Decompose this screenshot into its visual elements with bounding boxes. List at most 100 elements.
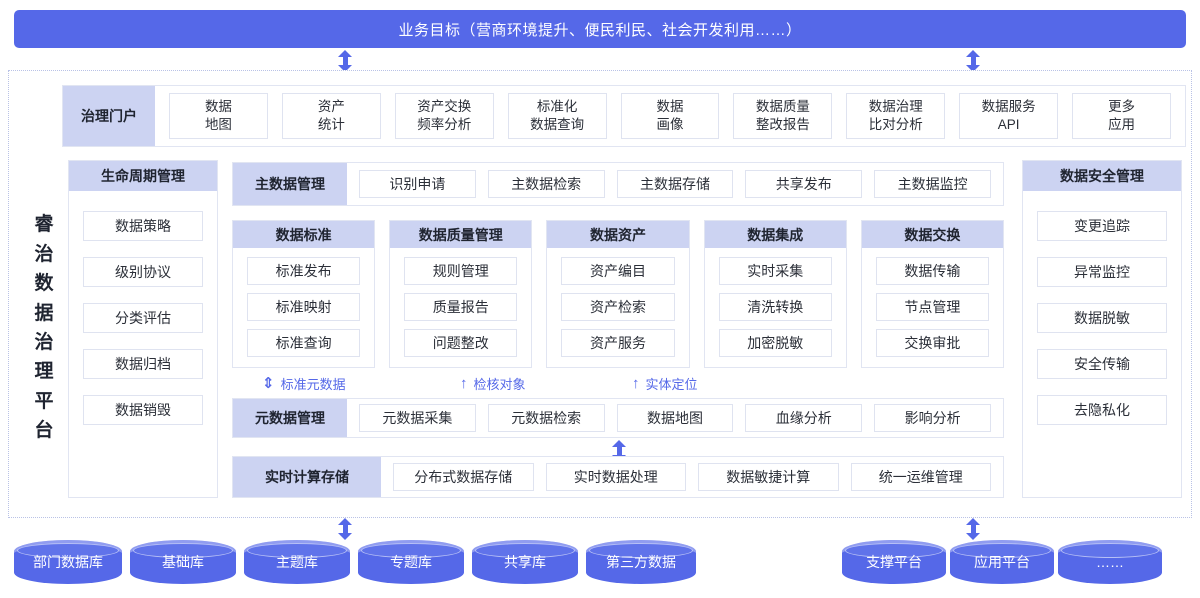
security-item-secure-transmission[interactable]: 安全传输 [1037,349,1167,379]
metadata-item-lineage-analysis[interactable]: 血缘分析 [745,404,863,432]
lifecycle-item-level-agreement[interactable]: 级别协议 [83,257,203,287]
platform-label: 支撑平台 [866,554,922,570]
arrow-label-text: 标准元数据 [280,377,346,392]
portal-item-line2: 数据查询 [530,117,585,132]
category-item-quality-report[interactable]: 质量报告 [404,293,518,321]
governance-portal-row: 治理门户 数据 地图 资产 统计 资产交换 频率分析 标准化 数据查询 数据 画… [62,85,1186,147]
arrow-shaft [970,57,976,65]
platform-cylinder-support[interactable]: 支撑平台 [842,540,946,584]
security-item-de-privatization[interactable]: 去隐私化 [1037,395,1167,425]
category-item-standard-query[interactable]: 标准查询 [247,329,361,357]
arrow-head-down [338,533,352,540]
portal-item-line2: 画像 [656,117,684,132]
lifecycle-item-data-destruction[interactable]: 数据销毁 [83,395,203,425]
metadata-item-collection[interactable]: 元数据采集 [359,404,476,432]
category-item-asset-catalog[interactable]: 资产编目 [561,257,675,285]
portal-item-data-map[interactable]: 数据 地图 [169,93,268,139]
metadata-item-data-map[interactable]: 数据地图 [616,404,734,432]
source-label: 第三方数据 [606,554,676,570]
portal-item-asset-exchange-frequency[interactable]: 资产交换 频率分析 [394,93,494,139]
arrow-head-down [338,65,352,72]
arrow-shaft [616,447,622,455]
source-cylinder-department-db[interactable]: 部门数据库 [14,540,122,584]
lifecycle-item-data-archiving[interactable]: 数据归档 [83,349,203,379]
portal-item-more-apps[interactable]: 更多 应用 [1072,93,1172,139]
portal-item-line2: 频率分析 [417,117,472,132]
category-data-standard: 数据标准 标准发布 标准映射 标准查询 [232,220,376,368]
metadata-arrow-labels: ⇕ 标准元数据 ↑ 检核对象 ↑ 实体定位 [232,374,1004,396]
lifecycle-panel: 生命周期管理 数据策略 级别协议 分类评估 数据归档 数据销毁 [68,160,218,498]
category-item-asset-service[interactable]: 资产服务 [561,329,675,357]
source-cylinder-basic-db[interactable]: 基础库 [130,540,236,584]
master-data-item-identify-apply[interactable]: 识别申请 [359,170,476,198]
master-data-items: 识别申请 主数据检索 主数据存储 共享发布 主数据监控 [347,163,1003,205]
realtime-item-agile-computing[interactable]: 数据敏捷计算 [698,463,839,491]
platform-cylinder-more[interactable]: …… [1058,540,1162,584]
arrow-head-up [612,440,626,447]
platform-title-char: 据 [34,302,54,324]
platform-title: 睿 治 数 据 治 理 平 台 [22,158,66,498]
category-columns: 数据标准 标准发布 标准映射 标准查询 数据质量管理 规则管理 质量报告 问题整… [232,220,1005,368]
metadata-item-impact-analysis[interactable]: 影响分析 [874,404,991,432]
portal-item-data-service-api[interactable]: 数据服务 API [959,93,1059,139]
connector-arrow-bottom-right [966,518,980,540]
connector-arrow-banner-left [338,50,352,72]
category-item-asset-search[interactable]: 资产检索 [561,293,675,321]
security-item-data-desensitization[interactable]: 数据脱敏 [1037,303,1167,333]
security-panel: 数据安全管理 变更追踪 异常监控 数据脱敏 安全传输 去隐私化 [1022,160,1182,498]
source-cylinder-shared-db[interactable]: 共享库 [472,540,578,584]
category-item-node-management[interactable]: 节点管理 [875,293,990,321]
arrow-head-up [338,518,352,525]
portal-item-line1: 数据治理 [868,98,923,114]
platform-title-char: 治 [34,243,54,265]
security-item-anomaly-monitoring[interactable]: 异常监控 [1037,257,1167,287]
category-items: 实时采集 清洗转换 加密脱敏 [705,248,846,367]
master-data-item-search[interactable]: 主数据检索 [487,170,605,198]
master-data-item-storage[interactable]: 主数据存储 [616,170,734,198]
portal-item-asset-stats[interactable]: 资产 统计 [281,93,381,139]
source-cylinder-topic-db[interactable]: 专题库 [358,540,464,584]
category-items: 资产编目 资产检索 资产服务 [547,248,688,367]
realtime-item-unified-ops[interactable]: 统一运维管理 [850,463,991,491]
portal-item-governance-comparison[interactable]: 数据治理 比对分析 [846,93,946,139]
portal-item-standardized-query[interactable]: 标准化 数据查询 [507,93,607,139]
portal-item-data-profile[interactable]: 数据 画像 [620,93,720,139]
portal-item-quality-report[interactable]: 数据质量 整改报告 [733,93,833,139]
category-item-realtime-collection[interactable]: 实时采集 [718,257,832,285]
category-item-standard-publish[interactable]: 标准发布 [247,257,361,285]
master-data-item-share-publish[interactable]: 共享发布 [745,170,863,198]
connector-arrow-banner-right [966,50,980,72]
metadata-items: 元数据采集 元数据检索 数据地图 血缘分析 影响分析 [347,399,1003,437]
realtime-label: 实时计算存储 [233,457,381,497]
portal-item-line1: 资产交换 [417,98,472,114]
platform-title-char: 理 [34,361,54,383]
realtime-item-distributed-storage[interactable]: 分布式数据存储 [393,463,534,491]
category-item-data-transmission[interactable]: 数据传输 [875,257,990,285]
realtime-item-realtime-processing[interactable]: 实时数据处理 [545,463,686,491]
arrow-label-text: 实体定位 [645,377,698,392]
category-item-exchange-approval[interactable]: 交换审批 [875,329,990,357]
source-label: 主题库 [276,554,318,570]
portal-item-line2: 应用 [1108,117,1136,132]
arrow-up-icon: ↑ [632,375,640,392]
realtime-compute-row: 实时计算存储 分布式数据存储 实时数据处理 数据敏捷计算 统一运维管理 [232,456,1004,498]
metadata-item-search[interactable]: 元数据检索 [487,404,605,432]
category-item-encrypt-desensitize[interactable]: 加密脱敏 [718,329,832,357]
category-item-rule-management[interactable]: 规则管理 [404,257,518,285]
portal-item-line2: 整改报告 [755,117,810,132]
category-item-standard-mapping[interactable]: 标准映射 [247,293,361,321]
platform-cylinder-application[interactable]: 应用平台 [950,540,1054,584]
category-item-issue-rectification[interactable]: 问题整改 [404,329,518,357]
category-title: 数据集成 [704,221,846,248]
lifecycle-item-data-strategy[interactable]: 数据策略 [83,211,203,241]
security-item-change-tracking[interactable]: 变更追踪 [1037,211,1167,241]
source-cylinder-third-party-data[interactable]: 第三方数据 [586,540,696,584]
platform-title-char: 平 [34,390,54,412]
source-label: 基础库 [162,554,204,570]
master-data-label: 主数据管理 [233,163,347,205]
source-cylinder-subject-db[interactable]: 主题库 [244,540,350,584]
master-data-item-monitoring[interactable]: 主数据监控 [874,170,991,198]
platform-title-char: 睿 [34,214,54,236]
lifecycle-item-classification-assessment[interactable]: 分类评估 [83,303,203,333]
category-item-clean-transform[interactable]: 清洗转换 [718,293,832,321]
